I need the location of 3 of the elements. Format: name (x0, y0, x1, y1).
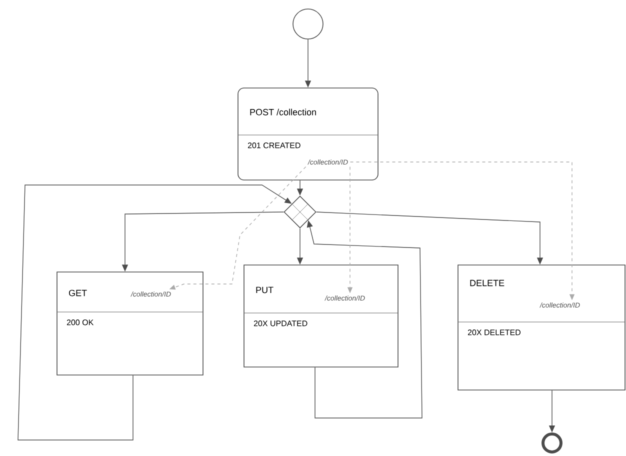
end-circle (542, 432, 562, 454)
merge-diamond (284, 196, 316, 228)
start-circle (292, 8, 324, 40)
